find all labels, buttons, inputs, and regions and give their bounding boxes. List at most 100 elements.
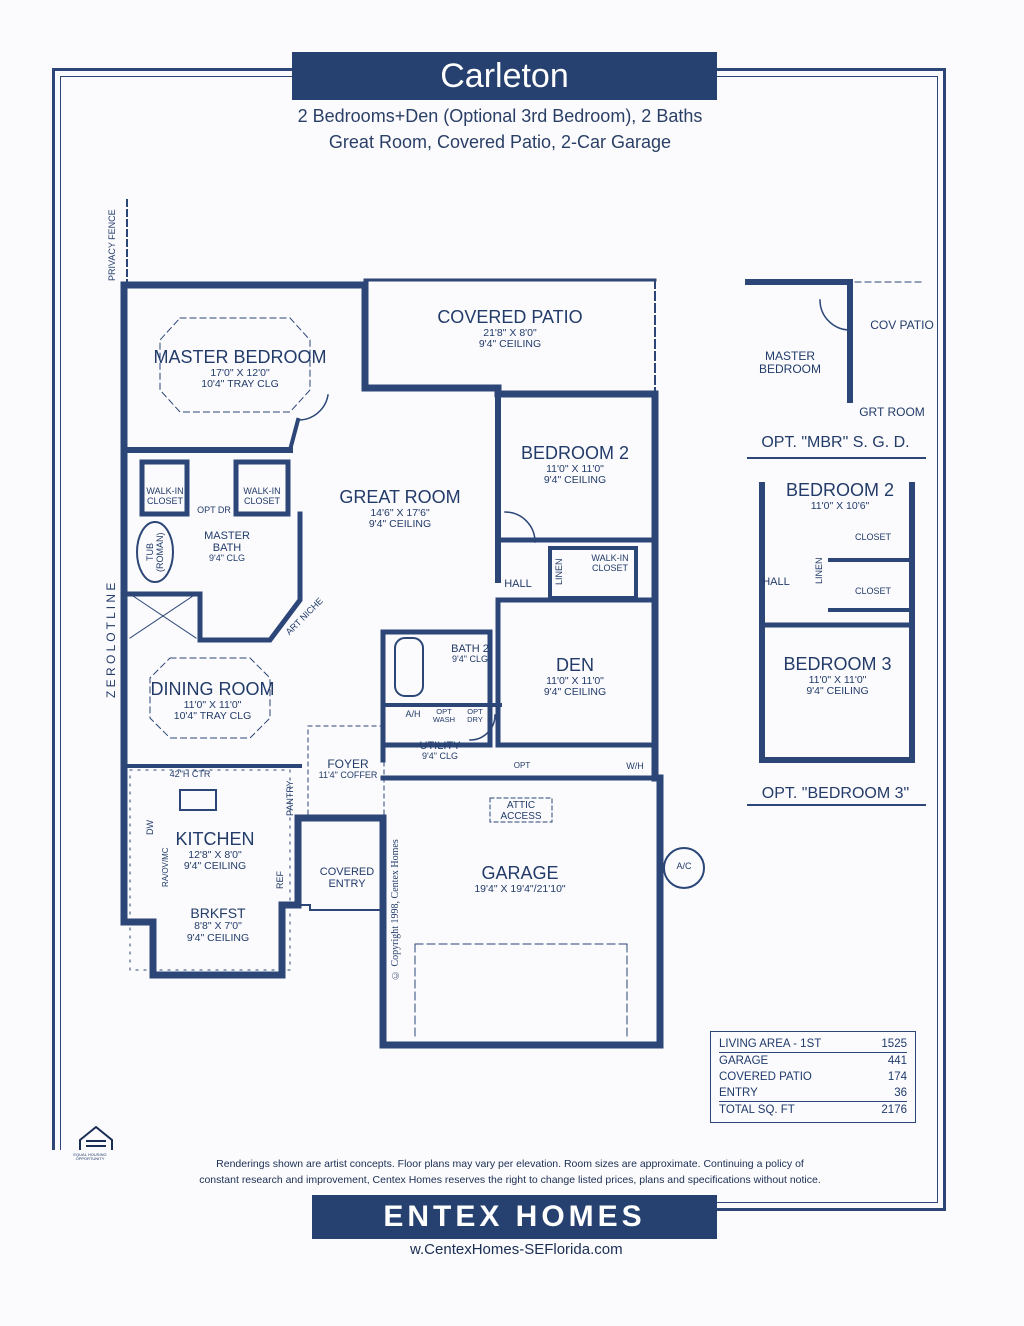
table-row: GARAGE 441 [719, 1053, 907, 1069]
row-label: TOTAL SQ. FT [719, 1104, 795, 1116]
opt-mbr-caption: OPT. "MBR" S. G. D. [761, 434, 910, 451]
master-bedroom-room: MASTER BEDROOM 17'0" X 12'0" 10'4" TRAY … [150, 347, 330, 391]
opt-bedroom3-caption: OPT. "BEDROOM 3" [761, 785, 910, 802]
bath2-room: BATH 2 9'4" CLG [440, 643, 500, 665]
dining-room-room: DINING ROOM 11'0" X 11'0" 10'4" TRAY CLG [140, 679, 285, 723]
zero-lot-line-label: Z E R O L O T L I N E [104, 582, 118, 698]
row-label: ENTRY [719, 1087, 758, 1099]
privacy-fence-label: PRIVACY FENCE [107, 209, 117, 281]
disclaimer-line2: constant research and improvement, Cente… [199, 1174, 821, 1186]
master-bedroom-ceiling: 10'4" TRAY CLG [201, 378, 279, 391]
bedroom2-room: BEDROOM 2 11'0" X 11'0" 9'4" CEILING [505, 443, 645, 487]
den-room: DEN 11'0" X 11'0" 9'4" CEILING [520, 655, 630, 699]
bath2-ceiling: 9'4" CLG [452, 654, 488, 665]
row-label: COVERED PATIO [719, 1071, 812, 1083]
garage-name: GARAGE [481, 863, 559, 883]
opt-bedroom2-name: BEDROOM 2 [785, 480, 895, 500]
breakfast-name: BRKFST [190, 905, 246, 921]
walk-in-closet-1-label: WALK-IN CLOSET [146, 486, 184, 506]
breakfast-dim: 8'8" X 7'0" [194, 920, 242, 933]
opt-wash-label: OPT WASH [432, 707, 456, 725]
kitchen-dim: 12'8" X 8'0" [188, 848, 242, 861]
opt-linen: LINEN [814, 557, 824, 585]
breakfast-room: BRKFST 8'8" X 7'0" 9'4" CEILING [168, 905, 268, 944]
master-bath-room: MASTER BATH 9'4" CLG [196, 530, 258, 564]
row-value: 36 [894, 1087, 907, 1099]
row-label: LIVING AREA - 1ST [719, 1038, 822, 1050]
great-room-ceiling: 9'4" CEILING [368, 518, 432, 531]
opt-bedroom3-dim: 11'0" X 11'0" [808, 673, 867, 686]
website-link[interactable]: w.CentexHomes-SEFlorida.com [410, 1241, 623, 1258]
table-row: TOTAL SQ. FT 2176 [719, 1102, 907, 1118]
equal-housing-logo-caption: EQUAL HOUSING OPPORTUNITY [73, 1152, 107, 1162]
opt-mbr-cov-patio: COV PATIO [870, 318, 934, 332]
table-row: LIVING AREA - 1ST 1525 [719, 1036, 907, 1053]
plan-title: Carleton [292, 52, 717, 100]
refrigerator-label: REF [275, 871, 285, 889]
walk-in-closet-2-label: WALK-IN CLOSET [243, 486, 281, 506]
plan-subtitle-line1: 2 Bedrooms+Den (Optional 3rd Bedroom), 2… [297, 106, 703, 126]
copyright-label: © Copyright 1998, Centex Homes [390, 839, 401, 981]
opt-mbr-master-bedroom: MASTER BEDROOM [758, 349, 821, 377]
utility-ceiling: 9'4" CLG [422, 751, 458, 762]
row-label: GARAGE [719, 1055, 769, 1067]
plan-subtitle-line2: Great Room, Covered Patio, 2-Car Garage [328, 132, 672, 152]
opt-bedroom3-ceiling: 9'4" CEILING [806, 685, 869, 698]
great-room-name: GREAT ROOM [339, 487, 461, 507]
row-value: 1525 [881, 1038, 907, 1050]
opt-dry-label: OPT DRY [467, 707, 483, 725]
opt-label: OPT [513, 761, 531, 770]
covered-patio-name: COVERED PATIO [437, 307, 583, 327]
row-value: 441 [887, 1055, 907, 1067]
opt-closet-1: CLOSET [854, 532, 891, 542]
opt-closet-2: CLOSET [854, 586, 891, 596]
master-bath-name: MASTER BATH [204, 530, 250, 555]
area-table: LIVING AREA - 1ST 1525 GARAGE 441 COVERED … [710, 1031, 916, 1123]
opt-hall: HALL [762, 576, 790, 588]
water-heater-label: W/H [626, 761, 644, 771]
torn-corner [0, 1150, 330, 1240]
covered-patio-dim: 21'8" X 8'0" [483, 326, 537, 339]
opt-bedroom2-dim: 11'0" X 10'6" [810, 499, 870, 512]
tub-label: TUB (ROMAN) [145, 532, 165, 572]
utility-name: UTILITY [419, 740, 461, 752]
hall-label: HALL [504, 578, 532, 590]
den-dim: 11'0" X 11'0" [546, 674, 604, 687]
master-bedroom-name: MASTER BEDROOM [153, 347, 327, 367]
linen-label: LINEN [554, 558, 564, 586]
garage-room: GARAGE 19'4" X 19'4"/21'10" [450, 863, 590, 895]
foyer-room: FOYER 11'4" COFFER [310, 757, 386, 781]
kitchen-room: KITCHEN 12'8" X 8'0" 9'4" CEILING [160, 829, 270, 873]
foyer-name: FOYER [327, 757, 369, 771]
dining-room-dim: 11'0" X 11'0" [183, 698, 242, 711]
dining-room-ceiling: 10'4" TRAY CLG [173, 710, 252, 723]
range-label: RA/OV/MC [161, 847, 170, 887]
table-row: ENTRY 36 [719, 1085, 907, 1102]
walk-in-closet-3-label: WALK-IN CLOSET [591, 553, 629, 573]
den-name: DEN [555, 655, 594, 675]
disclaimer-line1: Renderings shown are artist concepts. Fl… [216, 1158, 804, 1170]
ac-label: A/C [676, 861, 692, 871]
bedroom2-ceiling: 9'4" CEILING [543, 474, 607, 487]
kitchen-ceiling: 9'4" CEILING [183, 860, 247, 873]
utility-room: UTILITY 9'4" CLG [410, 740, 470, 762]
row-value: 2176 [881, 1104, 907, 1116]
covered-patio-ceiling: 9'4" CEILING [478, 338, 542, 351]
great-room-dim: 14'6" X 17'6" [370, 506, 430, 519]
covered-patio-room: COVERED PATIO 21'8" X 8'0" 9'4" CEILING [420, 307, 600, 351]
opt-dr-label: OPT DR [197, 505, 231, 515]
row-value: 174 [887, 1071, 907, 1083]
master-bedroom-dim: 17'0" X 12'0" [210, 366, 270, 379]
pantry-label: PANTRY [285, 780, 295, 816]
dining-room-name: DINING ROOM [150, 679, 275, 699]
table-row: COVERED PATIO 174 [719, 1069, 907, 1085]
attic-access-label: ATTIC ACCESS [500, 800, 542, 822]
bedroom2-name: BEDROOM 2 [520, 443, 630, 463]
master-bath-ceiling: 9'4" CLG [209, 553, 245, 564]
kitchen-name: KITCHEN [175, 829, 255, 849]
great-room-room: GREAT ROOM 14'6" X 17'6" 9'4" CEILING [330, 487, 470, 531]
ah-label: A/H [405, 709, 421, 719]
den-ceiling: 9'4" CEILING [543, 686, 607, 699]
garage-dim: 19'4" X 19'4"/21'10" [474, 882, 566, 895]
